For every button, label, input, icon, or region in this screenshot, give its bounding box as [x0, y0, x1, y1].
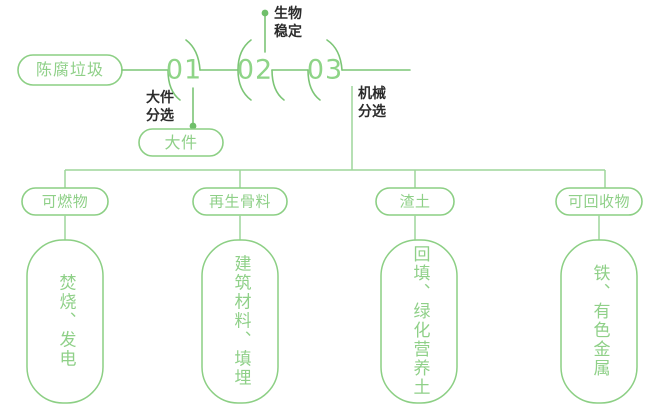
category-label-1: 再生骨料 [208, 192, 272, 211]
category-label-2: 渣土 [399, 192, 431, 211]
process-label-step03-line1: 机械 [358, 86, 386, 102]
process-label-step02-line1: 生物 [274, 6, 302, 22]
category-label-3: 可回收物 [567, 192, 631, 211]
destination-label-2: 回填、绿化营养土 [409, 245, 430, 397]
process-label-step01-line1: 大件 [146, 90, 174, 106]
process-label-step03-line2: 分选 [358, 103, 386, 120]
arc-step02-right [271, 69, 285, 101]
output-node-bulky-label: 大件 [164, 132, 198, 152]
output-node-bulky-pill[interactable] [138, 128, 224, 157]
root-node-label: 陈腐垃圾 [35, 59, 105, 79]
dot-bio-label [261, 9, 269, 17]
arc-step01-left [167, 69, 181, 101]
destination-label-1: 建筑材料、填埋 [230, 254, 251, 388]
process-label-step02-line2: 稳定 [274, 23, 302, 40]
arc-step03-left [307, 69, 321, 101]
step-number-03: 03 [306, 54, 344, 86]
destination-label-0: 焚烧、发电 [55, 273, 76, 369]
process-label-step01-line2: 分选 [146, 107, 174, 124]
process-label-step03: 机械 分选 [358, 86, 386, 121]
process-label-step02: 生物 稳定 [274, 6, 302, 41]
step-number-02: 02 [236, 54, 274, 86]
destination-box-1[interactable] [201, 239, 279, 404]
destination-box-0[interactable] [26, 239, 104, 404]
dot-bulky-output [189, 122, 197, 130]
process-label-step01: 大件 分选 [146, 90, 174, 125]
arc-step03-right-top [326, 39, 343, 71]
arc-step01-right-top [185, 39, 201, 71]
arc-step02-left [237, 39, 252, 71]
step-number-01: 01 [165, 54, 203, 86]
destination-box-2[interactable] [380, 239, 458, 404]
destination-label-3: 铁、有色金属 [589, 264, 610, 378]
arc-step02-left-bottom [237, 69, 252, 101]
category-label-0: 可燃物 [41, 192, 89, 211]
destination-box-3[interactable] [560, 239, 638, 404]
